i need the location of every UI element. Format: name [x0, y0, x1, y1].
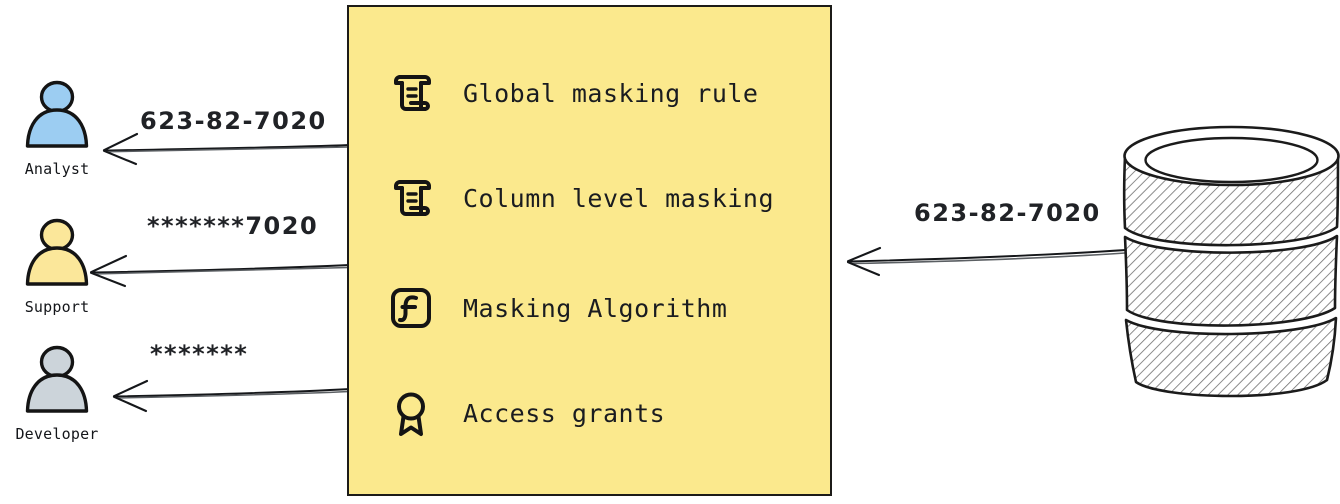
arrow-to-developer: [112, 379, 352, 413]
arrow-to-support: [89, 254, 351, 288]
award-medal-icon: [387, 389, 435, 437]
policy-label: Access grants: [463, 398, 666, 428]
database-cylinder: [1122, 124, 1340, 414]
policy-item-global-masking-rule[interactable]: Global masking rule: [387, 69, 758, 117]
person-icon-analyst: [21, 80, 93, 158]
person-icon-support: [21, 218, 93, 296]
actor-label-analyst: Analyst: [24, 160, 90, 178]
policy-item-masking-algorithm[interactable]: Masking Algorithm: [387, 284, 727, 332]
actor-label-developer: Developer: [15, 425, 99, 443]
policy-item-column-level-masking[interactable]: Column level masking: [387, 174, 774, 222]
arrow-to-analyst: [102, 132, 351, 166]
actor-label-support: Support: [24, 298, 90, 316]
arrow-label-analyst: 623-82-7020: [140, 107, 327, 135]
arrow-from-database: [846, 246, 1127, 277]
policy-label: Masking Algorithm: [463, 293, 728, 323]
policy-label: Global masking rule: [463, 78, 759, 108]
policy-item-access-grants[interactable]: Access grants: [387, 389, 665, 437]
function-f-icon: [387, 284, 435, 332]
arrow-label-developer: *******: [150, 340, 249, 368]
masking-policy-panel: Global masking rule Column level masking: [347, 5, 832, 496]
arrow-label-database: 623-82-7020: [914, 199, 1101, 227]
actor-analyst: Analyst: [2, 80, 112, 178]
policy-label: Column level masking: [463, 183, 775, 213]
person-icon-developer: [21, 345, 93, 423]
actor-support: Support: [2, 218, 112, 316]
scroll-icon: [387, 174, 435, 222]
actor-developer: Developer: [2, 345, 112, 443]
arrow-label-support: *******7020: [147, 212, 319, 240]
scroll-icon: [387, 69, 435, 117]
